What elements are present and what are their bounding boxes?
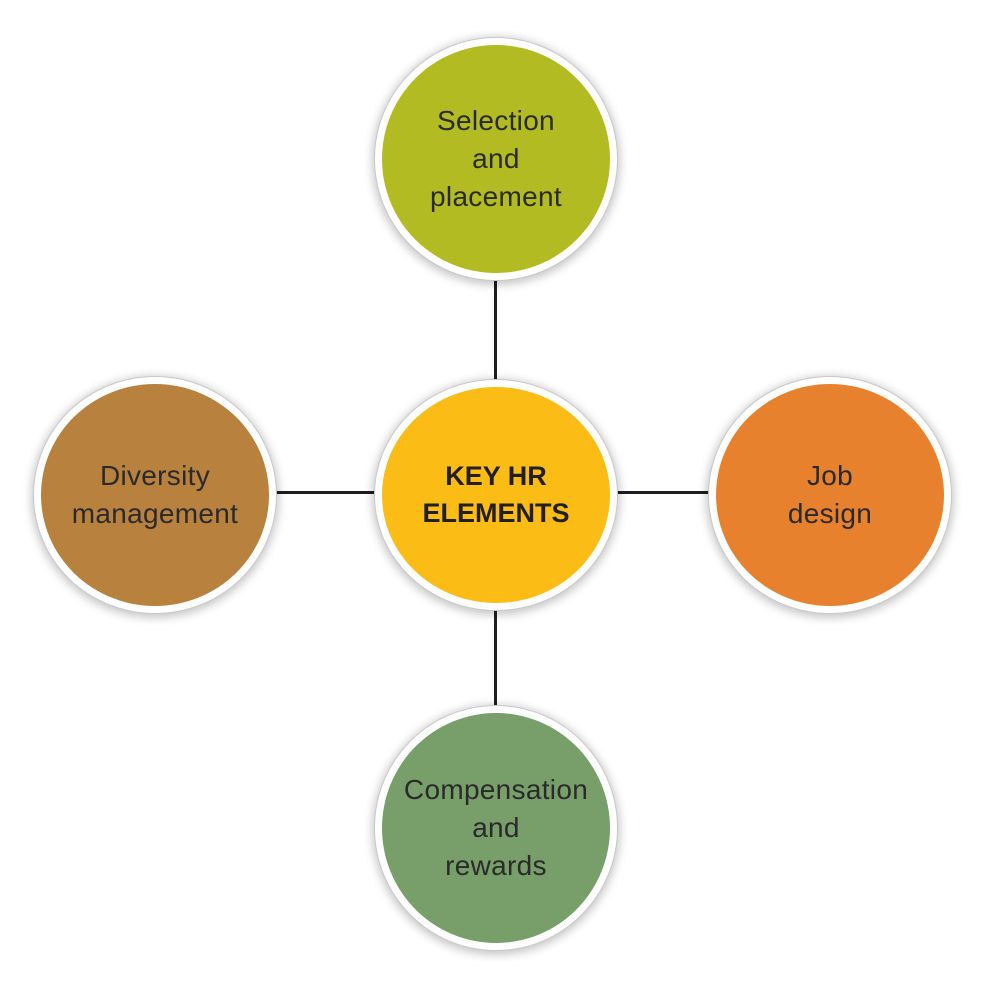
connector-left bbox=[272, 491, 379, 494]
connector-right bbox=[613, 491, 713, 494]
connector-bottom bbox=[494, 606, 497, 710]
node-label-compensation-and-rewards: Compensation and rewards bbox=[403, 774, 589, 881]
node-label-diversity-management: Diversity management bbox=[71, 460, 239, 529]
node-compensation-and-rewards: Compensation and rewards bbox=[375, 706, 617, 950]
node-diversity-management: Diversity management bbox=[34, 377, 276, 613]
node-label-selection-and-placement: Selection and placement bbox=[430, 105, 562, 212]
node-label-job-design: Job design bbox=[787, 460, 873, 529]
center-label: KEY HR ELEMENTS bbox=[422, 461, 570, 528]
node-key-hr-elements: KEY HR ELEMENTS bbox=[375, 380, 617, 610]
connector-top bbox=[494, 276, 497, 384]
node-job-design: Job design bbox=[709, 377, 951, 613]
node-selection-and-placement: Selection and placement bbox=[375, 38, 617, 280]
